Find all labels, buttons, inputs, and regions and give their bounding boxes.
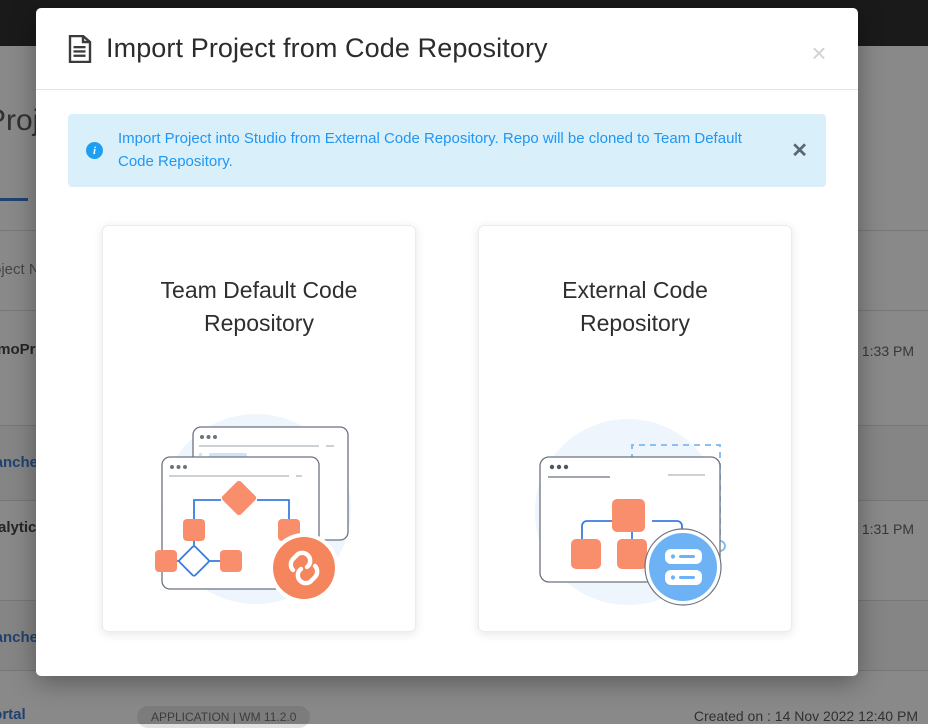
card-team-default-code-repository[interactable]: Team Default Code Repository: [102, 225, 416, 632]
modal-body: i Import Project into Studio from Extern…: [36, 90, 858, 676]
info-alert-message: Import Project into Studio from External…: [118, 130, 742, 170]
repository-options: Team Default Code Repository: [68, 225, 826, 632]
link-chain-icon: [288, 550, 320, 586]
card-title: External Code Repository: [562, 277, 708, 337]
modal-header: Import Project from Code Repository ×: [36, 8, 858, 90]
document-icon: [68, 34, 92, 63]
close-icon[interactable]: ×: [811, 37, 827, 68]
info-circle-icon: i: [86, 142, 103, 159]
card-title: Team Default Code Repository: [160, 277, 358, 337]
import-project-modal: Import Project from Code Repository × i …: [36, 8, 858, 676]
alert-close-icon[interactable]: ✕: [791, 139, 808, 162]
card-external-code-repository[interactable]: External Code Repository: [478, 225, 792, 632]
modal-title: Import Project from Code Repository: [106, 33, 548, 63]
info-alert: i Import Project into Studio from Extern…: [68, 114, 826, 187]
tree-illustration: [520, 409, 750, 619]
flowchart-illustration: [144, 409, 374, 619]
server-stack-icon: [665, 549, 702, 585]
